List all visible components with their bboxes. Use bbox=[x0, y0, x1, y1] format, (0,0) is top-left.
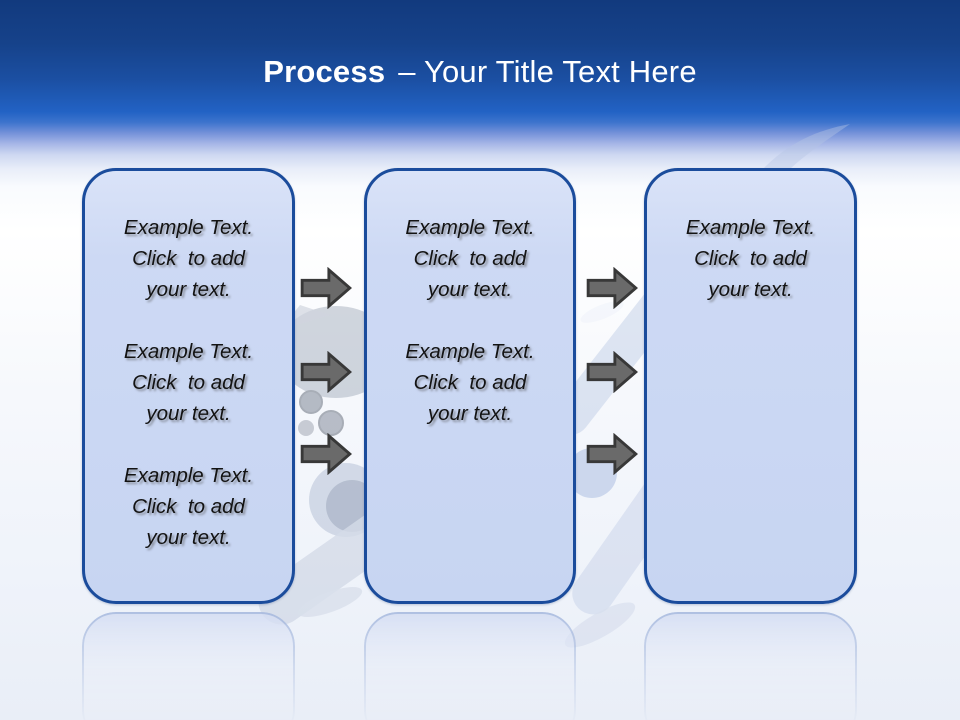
slide-header: Process – Your Title Text Here bbox=[0, 54, 960, 90]
placeholder-text[interactable]: Example Text. Click to add your text. bbox=[685, 216, 816, 301]
right-arrow-icon bbox=[586, 433, 638, 475]
right-arrow-icon bbox=[300, 351, 352, 393]
placeholder-text[interactable]: Example Text. Click to add your text. bbox=[123, 216, 254, 301]
right-arrow-icon bbox=[300, 267, 352, 309]
process-box-1[interactable]: Example Text. Click to add your text. Ex… bbox=[82, 168, 295, 604]
process-box-2[interactable]: Example Text. Click to add your text. Ex… bbox=[364, 168, 576, 604]
placeholder-text[interactable]: Example Text. Click to add your text. bbox=[405, 340, 535, 425]
placeholder-text[interactable]: Example Text. Click to add your text. bbox=[123, 340, 254, 425]
right-arrow-icon bbox=[586, 351, 638, 393]
page-title-keyword: Process bbox=[263, 54, 386, 89]
process-box-3[interactable]: Example Text. Click to add your text. bbox=[644, 168, 857, 604]
box-reflection bbox=[82, 612, 295, 720]
page-title-rest: – Your Title Text Here bbox=[398, 54, 697, 89]
placeholder-text[interactable]: Example Text. Click to add your text. bbox=[405, 216, 535, 301]
placeholder-text[interactable]: Example Text. Click to add your text. bbox=[123, 464, 254, 549]
box-reflection bbox=[644, 612, 857, 720]
right-arrow-icon bbox=[586, 267, 638, 309]
right-arrow-icon bbox=[300, 433, 352, 475]
box-reflection bbox=[364, 612, 576, 720]
